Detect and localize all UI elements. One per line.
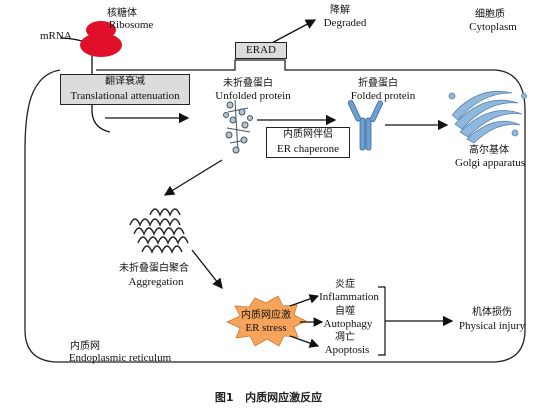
er-membrane [24,59,526,363]
degraded-label-en: Degraded [323,17,367,29]
injury-label-en: Physical injury [458,320,526,332]
er-label-zh: 内质网 [70,341,100,352]
cytoplasm-label-en: Cytoplasm [469,21,517,33]
erad-degraded-arrow [267,19,317,46]
er-chaperone-box: 内质网伴侣 ER chaperone [266,127,350,158]
apoptosis-label-en: Apoptosis [324,344,370,356]
injury-label-zh: 机体损伤 [472,307,512,318]
folded-label-en: Folded protein [350,90,416,102]
folded-protein-icon [347,100,384,151]
aggregation-label-en: Aggregation [128,276,184,288]
inflammation-label-zh: 炎症 [335,279,355,290]
apoptosis-label-zh: 凋亡 [335,332,355,343]
aggregation-arrow [163,159,223,196]
er-stress-label-zh: 内质网应激 [241,310,291,321]
autophagy-label-en: Autophagy [323,318,373,330]
ribosome-icon [80,21,122,57]
chaperone-label-en: ER chaperone [277,143,339,155]
unfolded-label-en: Unfolded protein [215,90,291,102]
er-stress-label-en: ER stress [245,322,287,334]
folded-label-zh: 折叠蛋白 [358,78,398,89]
ribosome-label-zh: 核糖体 [107,8,137,19]
golgi-apparatus-icon [448,90,527,144]
erad-box: ERAD [235,42,287,59]
cytoplasm-label-zh: 细胞质 [475,9,505,20]
inflammation-label-en: Inflammation [319,291,379,303]
figure-caption: 图1 内质网应激反应 [0,389,537,405]
translational-label-zh: 翻译衰减 [105,76,145,87]
inflammation-arrow [289,294,320,307]
degraded-label-zh: 降解 [330,5,350,16]
figure-number: 图1 [214,391,234,404]
er-label-en: Endoplasmic reticulum [68,352,172,364]
stress-arrow [191,249,223,290]
aggregation-label-zh: 未折叠蛋白聚合 [119,263,189,274]
ribosome-label-en: Ribosome [108,19,154,31]
erad-label: ERAD [246,44,276,56]
autophagy-label-zh: 自噬 [335,306,355,317]
translational-label-en: Translational attenuation [70,90,180,102]
diagram-canvas [24,19,527,363]
mrna-label: mRNA [40,30,72,42]
aggregate-icon [129,208,189,254]
chaperone-label-zh: 内质网伴侣 [283,129,333,140]
unfolded-label-zh: 未折叠蛋白 [223,78,273,89]
figure-title: 内质网应激反应 [245,391,323,404]
er-stress-burst-icon [226,295,307,347]
golgi-label-en: Golgi apparatus [455,157,525,169]
translational-attenuation-box: 翻译衰减 Translational attenuation [60,74,190,105]
unfolded-protein-icon [223,99,253,154]
apoptosis-arrow [289,335,320,348]
golgi-label-zh: 高尔基体 [469,145,509,156]
